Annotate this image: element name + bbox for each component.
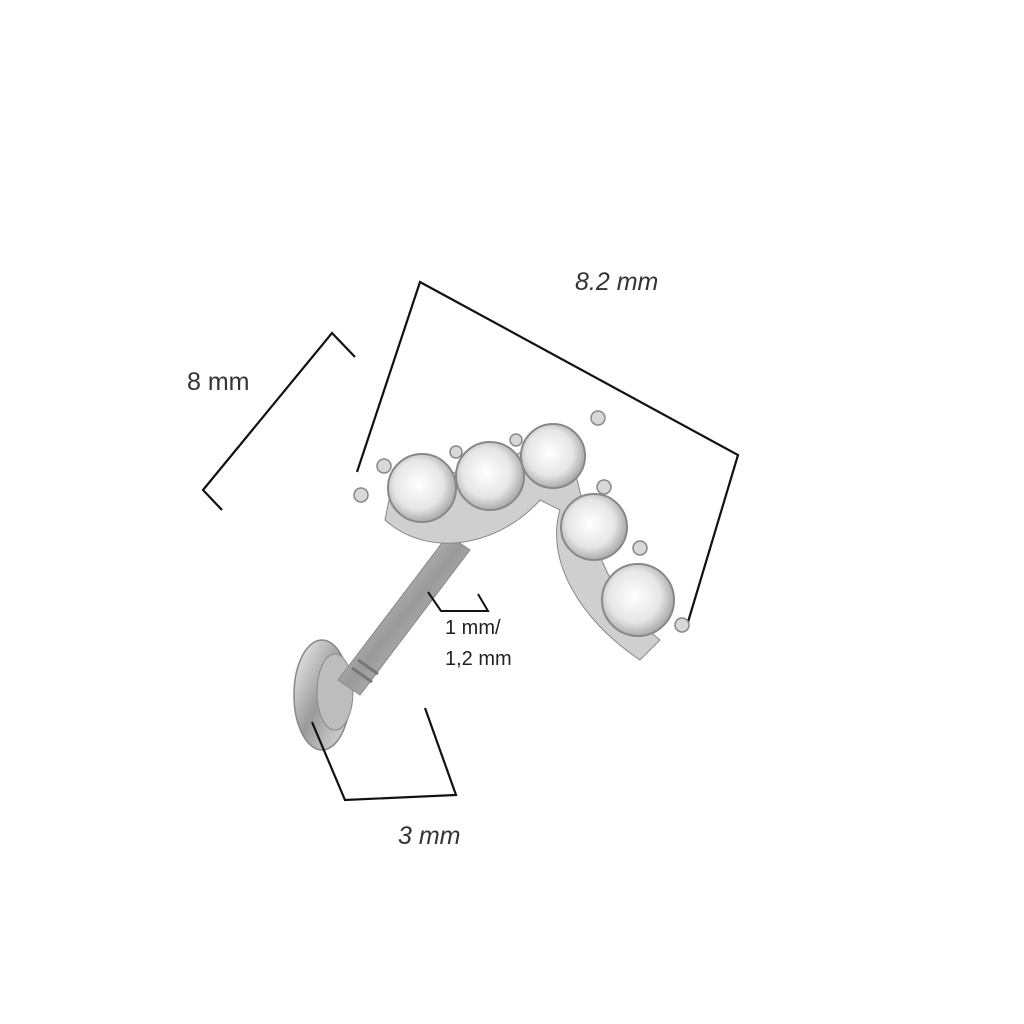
gauge-label-line1: 1 mm/ <box>445 617 501 639</box>
gem-1 <box>387 453 457 523</box>
height-label: 8 mm <box>187 368 250 396</box>
flat-back-disc <box>293 639 354 751</box>
gem-5 <box>601 563 675 637</box>
gems <box>353 410 690 637</box>
labret-bar <box>337 534 471 696</box>
gauge-label-line2: 1,2 mm <box>445 648 512 670</box>
disc-label: 3 mm <box>398 822 461 850</box>
gem-2 <box>455 441 525 511</box>
gem-4 <box>560 493 628 561</box>
prongs <box>353 410 690 633</box>
gauge-dimension-line <box>427 591 490 612</box>
gem-3 <box>520 423 586 489</box>
disc-dimension-line <box>310 707 458 802</box>
width-label: 8.2 mm <box>575 268 659 296</box>
width-dimension-line <box>355 280 740 623</box>
height-dimension-line <box>201 331 356 511</box>
